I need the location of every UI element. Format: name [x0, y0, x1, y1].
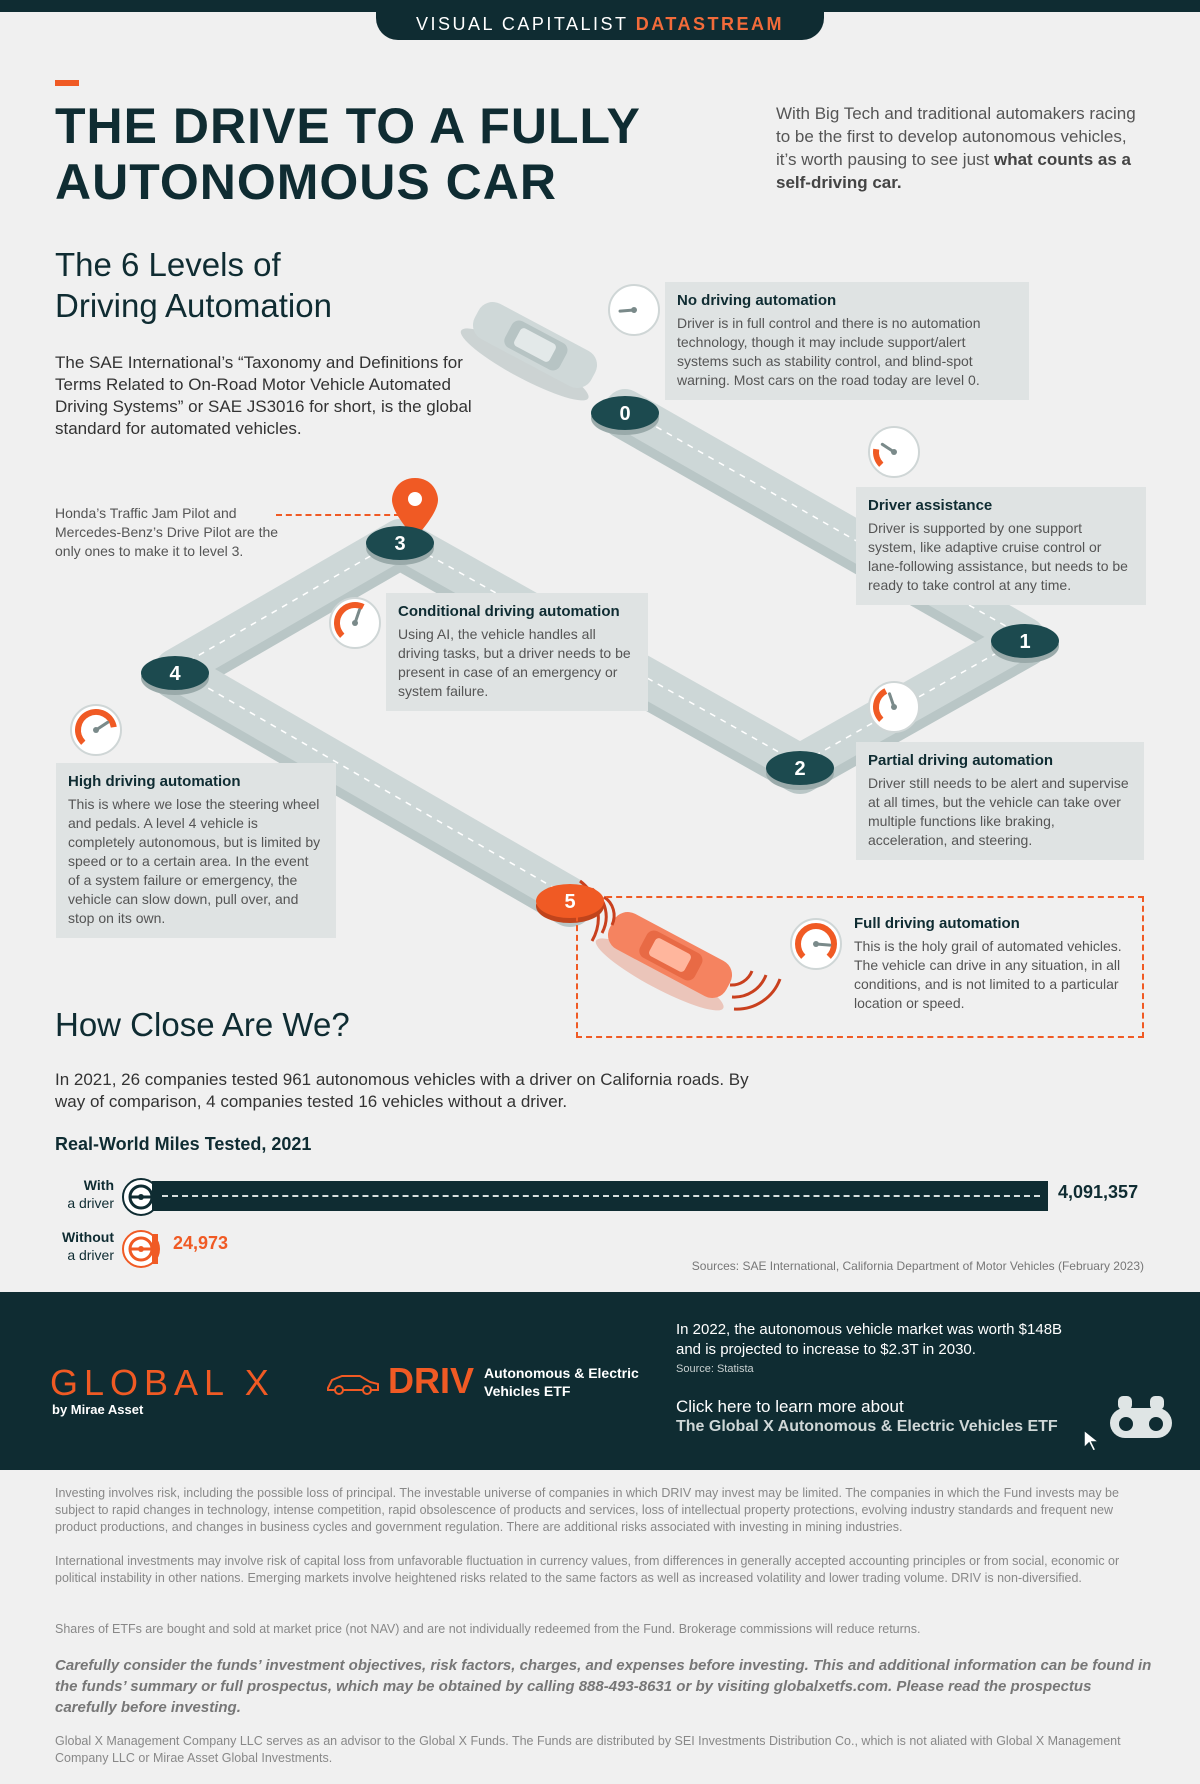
accent-dash [55, 80, 79, 86]
gauge-level-1-icon [868, 426, 920, 478]
disclaimer-2: International investments may involve ri… [55, 1554, 1120, 1585]
level-1-box: Driver assistance Driver is supported by… [856, 487, 1146, 605]
level-marker-3-label: 3 [394, 533, 405, 555]
value-with-driver: 4,091,357 [1058, 1182, 1139, 1202]
level-marker-2: 2 [766, 751, 834, 790]
level-marker-5-label: 5 [564, 891, 575, 913]
bar-label-without-line2: a driver [67, 1247, 114, 1263]
gauge-level-0-icon [608, 284, 660, 336]
market-source: Source: Statista [676, 1363, 754, 1375]
brand-accent: DATASTREAM [635, 14, 785, 34]
cursor-icon [1083, 1428, 1102, 1452]
level-1-title: Driver assistance [868, 497, 993, 514]
level-1-desc: Driver is supported by one support syste… [868, 520, 1128, 593]
bar-label-with-line2: a driver [67, 1195, 114, 1211]
level-marker-0: 0 [591, 396, 659, 435]
steering-wheel-orange-icon [122, 1230, 160, 1268]
level-5-title: Full driving automation [854, 915, 1020, 932]
chart-title: Real-World Miles Tested, 2021 [55, 1134, 312, 1154]
disclaimer-1: Investing involves risk, including the p… [55, 1486, 1119, 1534]
sources-text: Sources: SAE International, California D… [691, 1259, 1144, 1273]
level-3-box: Conditional driving automation Using AI,… [386, 593, 648, 711]
level-2-box: Partial driving automation Driver still … [856, 742, 1144, 860]
brand-banner: VISUAL CAPITALIST DATASTREAM [376, 0, 824, 40]
page-title: THE DRIVE TO A FULLY AUTONOMOUS CAR [55, 98, 755, 210]
bar-with-driver [152, 1181, 1048, 1211]
close-text: In 2021, 26 companies tested 961 autonom… [55, 1070, 749, 1111]
driv-name: Autonomous & Electric Vehicles ETF [484, 1365, 639, 1399]
disclaimer-3: Shares of ETFs are bought and sold at ma… [55, 1622, 921, 1636]
levels-heading: The 6 Levels of Driving Automation [55, 244, 332, 326]
levels-description: The SAE International’s “Taxonomy and De… [55, 353, 472, 438]
global-x-sub: by Mirae Asset [52, 1402, 144, 1417]
level-marker-4: 4 [141, 656, 209, 695]
close-heading: How Close Are We? [55, 1006, 350, 1043]
brand-name: VISUAL CAPITALIST [415, 14, 629, 34]
level-marker-4-label: 4 [169, 663, 181, 685]
bar-label-with-line1: With [83, 1177, 114, 1193]
level-marker-1-label: 1 [1019, 631, 1030, 653]
level-marker-1: 1 [991, 624, 1059, 663]
level-0-desc: Driver is in full control and there is n… [677, 315, 981, 388]
level3-note: Honda’s Traffic Jam Pilot and Mercedes-B… [55, 505, 279, 559]
level-2-title: Partial driving automation [868, 752, 1054, 769]
global-x-logo: GLOBAL X [50, 1362, 275, 1403]
disclaimer-5: Global X Management Company LLC serves a… [55, 1734, 1121, 1765]
disclaimer-4: Carefully consider the funds’ investment… [55, 1657, 1152, 1716]
gauge-level-3-icon [329, 597, 381, 649]
level-3-desc: Using AI, the vehicle handles all drivin… [398, 626, 631, 699]
market-text: In 2022, the autonomous vehicle market w… [676, 1321, 1063, 1358]
cta-link[interactable]: The Global X Autonomous & Electric Vehic… [676, 1418, 1058, 1435]
value-without-driver: 24,973 [173, 1233, 229, 1253]
intro-text: With Big Tech and traditional automakers… [776, 102, 1146, 194]
level-4-box: High driving automation This is where we… [56, 763, 336, 938]
intro-bold: what counts as a self-driving car. [776, 150, 1131, 192]
gauge-level-5-icon [790, 918, 842, 970]
levels-heading-line-2: Driving Automation [55, 287, 332, 324]
bar-label-with-driver: With a driver [54, 1176, 114, 1212]
level-marker-2-label: 2 [794, 758, 805, 780]
level-3-title: Conditional driving automation [398, 603, 620, 620]
level-4-title: High driving automation [68, 773, 241, 790]
level-marker-3: 3 [366, 526, 434, 565]
footer-banner [0, 1292, 1200, 1470]
gauge-level-2-icon [868, 681, 920, 733]
note-connector [276, 514, 400, 516]
car-outline-icon [327, 1375, 379, 1395]
level-5-box: Full driving automation This is the holy… [576, 896, 1144, 1038]
level-marker-0-label: 0 [619, 403, 630, 425]
level-0-title: No driving automation [677, 292, 837, 309]
gauge-level-4-icon [70, 704, 122, 756]
level-0-box: No driving automation Driver is in full … [665, 282, 1029, 400]
driv-ticker: DRIV [388, 1360, 475, 1401]
cta-line-1[interactable]: Click here to learn more about [676, 1397, 904, 1416]
title-line-1: THE DRIVE TO A FULLY [55, 98, 641, 154]
gray-car-icon [460, 301, 598, 401]
bar-without-driver [152, 1234, 158, 1264]
level-5-desc: This is the holy grail of automated vehi… [854, 938, 1122, 1011]
bar-label-without-driver: Without a driver [54, 1228, 114, 1264]
level-4-desc: This is where we lose the steering wheel… [68, 796, 321, 926]
location-pin-icon [392, 478, 438, 538]
bar-label-without-line1: Without [62, 1229, 114, 1245]
title-line-2: AUTONOMOUS CAR [55, 154, 557, 210]
orange-car-icon [595, 911, 733, 1011]
binoculars-icon [1110, 1396, 1172, 1438]
intro-body: With Big Tech and traditional automakers… [776, 104, 1136, 169]
level-2-desc: Driver still needs to be alert and super… [868, 775, 1129, 848]
levels-heading-line-1: The 6 Levels of [55, 246, 281, 283]
